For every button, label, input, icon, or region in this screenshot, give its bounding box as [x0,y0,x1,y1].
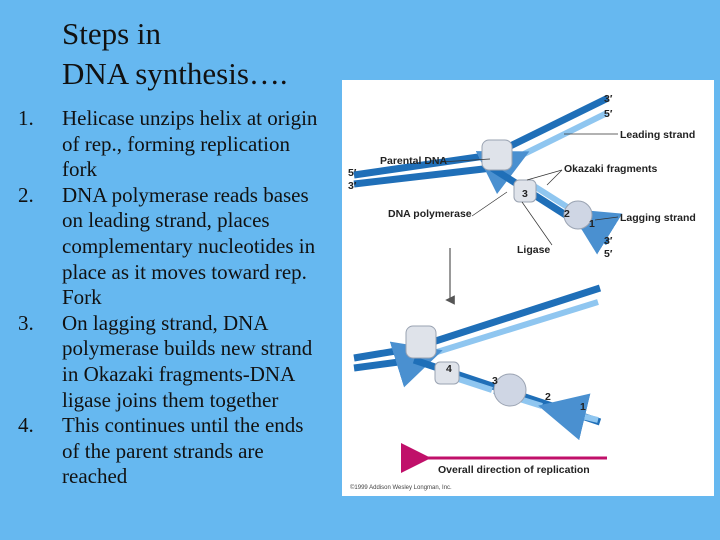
label-okazaki-fragments: Okazaki fragments [564,163,658,175]
step-text: Helicase unzips helix at origin of rep.,… [62,106,318,182]
label-leading-strand: Leading strand [620,129,695,141]
dna-replication-figure: 3 2 1 3′ 5′ Leading strand Parental DNA … [342,80,714,496]
label-right-3prime: 3′ [604,235,613,247]
lower-parental-strand-top [353,344,415,362]
upper-marker-2: 2 [564,208,570,220]
label-top-5prime: 5′ [604,108,613,120]
helicase-enzyme [481,139,513,171]
step-number: 2. [18,182,34,207]
slide-title: Steps in DNA synthesis…. [62,14,288,94]
label-right-5prime: 5′ [604,248,613,260]
parental-strand-bottom [353,164,493,188]
upper-marker-1: 1 [589,218,595,230]
label-parental-dna: Parental DNA [380,155,448,167]
step-item: 3. On lagging strand, DNA polymerase bui… [18,311,318,413]
upper-replication-fork: 3 2 1 3′ 5′ Leading strand Parental DNA … [348,93,696,260]
parental-strand-top [353,151,493,179]
lower-okazaki-fragment-2 [538,393,599,441]
label-left-3prime: 3′ [348,180,357,192]
lower-leading-new-strand [389,299,599,388]
lower-leading-template [412,284,602,352]
title-line-1: Steps in [62,16,162,51]
step-number: 4. [18,413,34,438]
lower-replication-fork: 4 3 2 1 [353,284,602,441]
step-text: DNA polymerase reads bases on leading st… [62,182,316,310]
lower-dna-polymerase-enzyme [493,373,527,407]
label-left-5prime: 5′ [348,167,357,179]
lower-marker-4: 4 [446,363,452,375]
ligase-enzyme [513,179,537,203]
lower-parental-strand-bottom [353,356,415,372]
title-line-2: DNA synthesis…. [62,56,288,91]
leading-new-strand [475,110,609,195]
figure-credit: ©1999 Addison Wesley Longman, Inc. [350,484,452,491]
label-lagging-strand: Lagging strand [620,212,696,224]
dna-replication-diagram: 3 2 1 3′ 5′ Leading strand Parental DNA … [348,93,696,491]
lower-ligase-enzyme [434,361,460,385]
label-ligase: Ligase [517,244,550,256]
step-number: 1. [18,106,34,130]
label-dna-polymerase: DNA polymerase [388,208,472,220]
step-text: This continues until the ends of the par… [62,413,304,489]
okazaki-fragment-3 [532,183,574,213]
lagging-template-strand [490,165,610,245]
step-item: 2. DNA polymerase reads bases on leading… [18,183,318,311]
step-text: On lagging strand, DNA polymerase builds… [62,310,313,412]
step-item: 4. This continues until the ends of the … [18,413,318,490]
upper-marker-3: 3 [522,188,528,200]
dna-polymerase-enzyme [563,200,593,230]
steps-list: 1. Helicase unzips helix at origin of re… [18,106,318,490]
label-top-3prime: 3′ [604,93,613,105]
lower-marker-3: 3 [492,375,498,387]
lower-marker-1: 1 [580,401,586,413]
step-number: 3. [18,310,34,335]
label-overall-direction: Overall direction of replication [438,464,590,476]
lower-marker-2: 2 [545,391,551,403]
lower-helicase-enzyme [405,325,437,359]
step-item: 1. Helicase unzips helix at origin of re… [18,106,318,183]
